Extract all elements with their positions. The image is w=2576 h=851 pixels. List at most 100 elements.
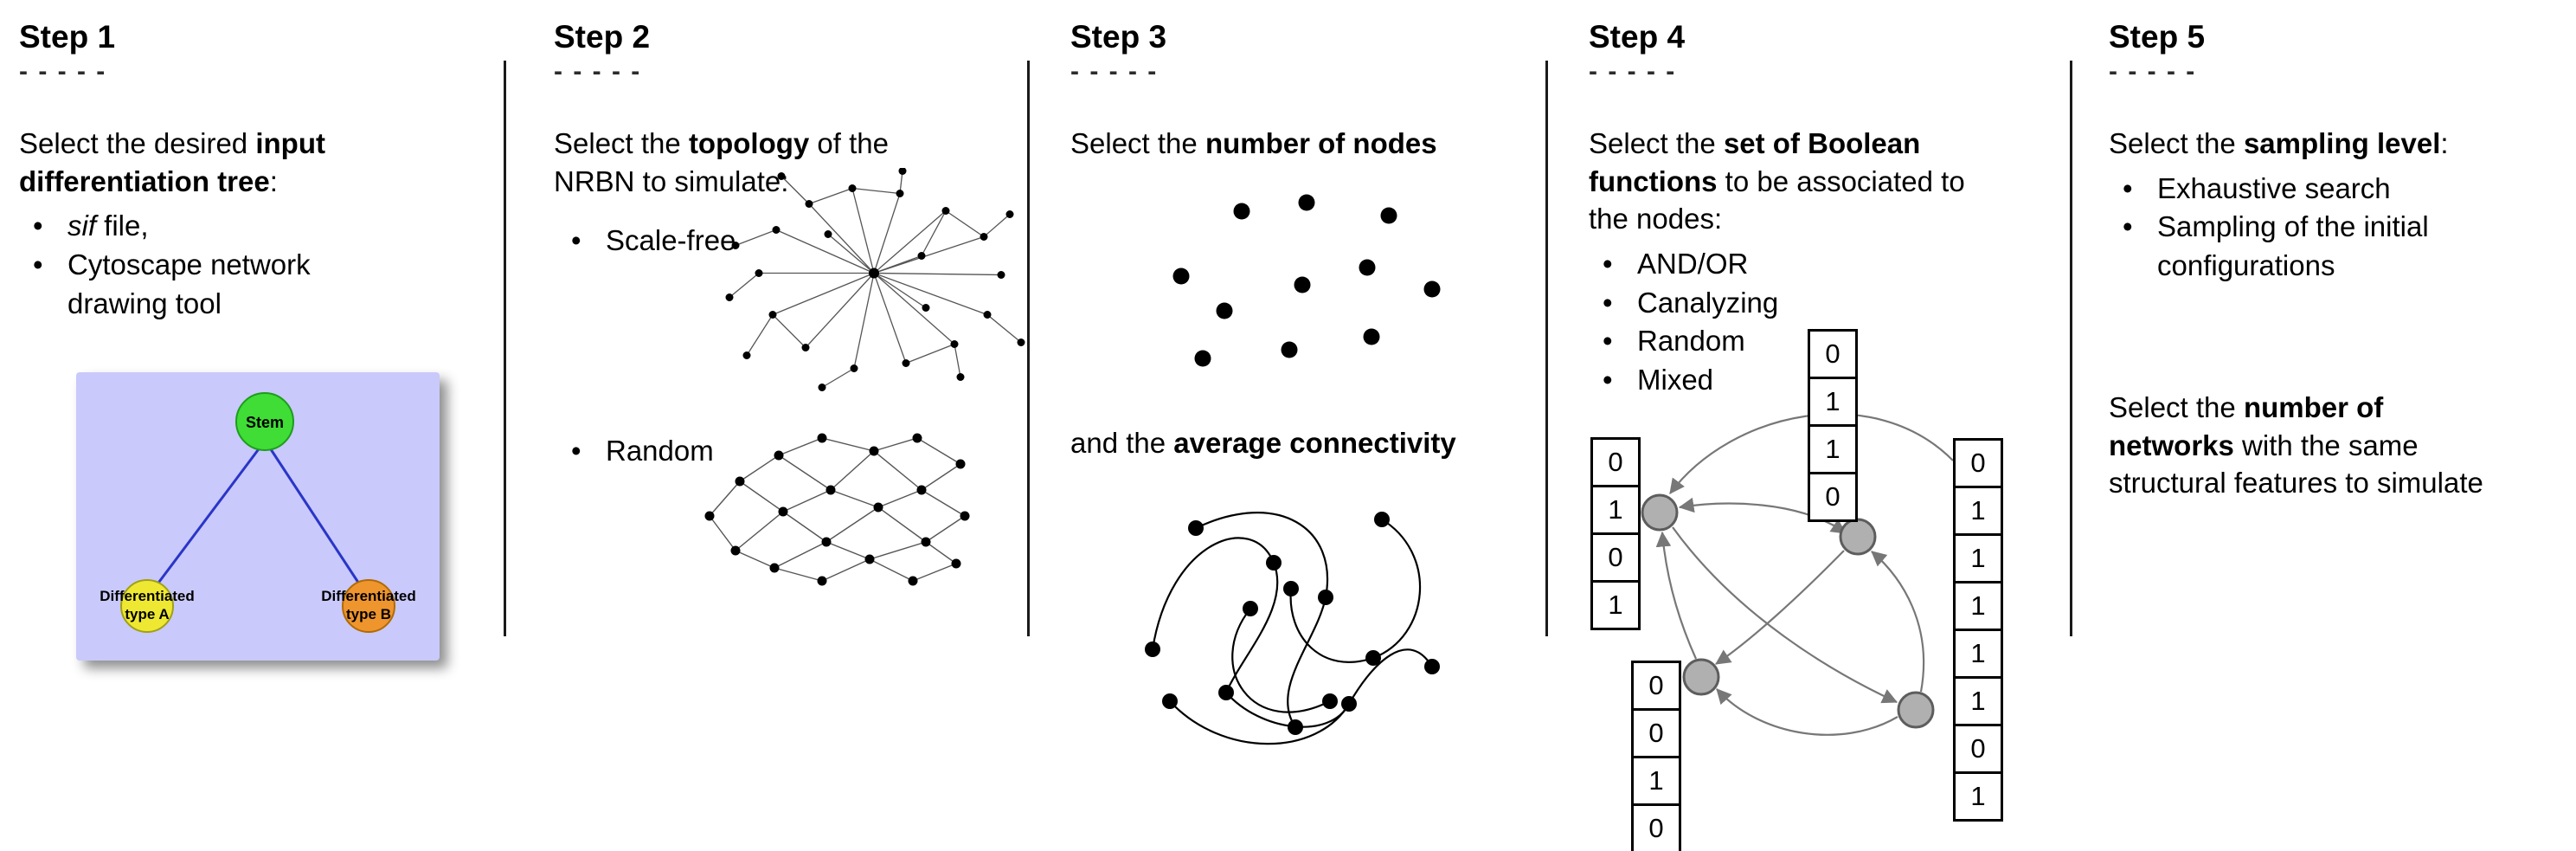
step-2-intro: Select the topology of the NRBN to simul… <box>554 125 952 200</box>
tree-edge-a <box>147 446 262 596</box>
intro-text-bold: input differentiation tree <box>19 127 325 197</box>
bullet-item-sif-file: sif file, <box>19 207 417 246</box>
intro-text-bold: topology <box>688 127 810 159</box>
truth-table-cell: 1 <box>1953 581 2003 631</box>
paragraph-text-bold: number of networks <box>2109 391 2384 461</box>
step-2-column: Step 2 - - - - - Select the topology of … <box>554 12 1025 586</box>
intro-text: to be associated to the nodes: <box>1589 164 1965 235</box>
intro-text: : <box>269 164 278 197</box>
step-5-bullet-list: Exhaustive search Sampling of the initia… <box>2109 170 2559 287</box>
step-5-intro: Select the sampling level: <box>2109 125 2559 163</box>
step-1-bullet-list: sif file, Cytoscape network drawing tool <box>19 207 417 324</box>
type-a-label-line1: Differentiated <box>100 588 195 604</box>
boolean-network-edges <box>1655 413 1954 736</box>
bullet-item-random: Random <box>557 432 805 471</box>
bullet-item-canalyzing: Canalyzing <box>1589 284 1952 323</box>
node-dots <box>1172 194 1441 367</box>
step-1-column: Step 1 - - - - - Select the desired inpu… <box>19 12 504 661</box>
step-4-dashes: - - - - - <box>1589 57 1677 86</box>
bullet-item-mixed: Mixed <box>1589 361 1952 400</box>
intro-text: Select the desired <box>19 127 256 159</box>
mid-text-bold: average connectivity <box>1173 427 1456 459</box>
step-5-title: Step 5 <box>2109 19 2206 55</box>
intro-text: Select the <box>1589 127 1724 159</box>
step-4-bullet-list: AND/OR Canalyzing Random Mixed <box>1589 245 1952 401</box>
column-divider-1 <box>504 61 506 636</box>
truth-table-cell: 1 <box>1590 485 1641 535</box>
truth-table-cell: 1 <box>1953 486 2003 536</box>
differentiated-type-b-node <box>342 579 395 633</box>
step-3-mid-text: and the average connectivity <box>1070 424 1538 462</box>
truth-table-cell: 0 <box>1590 532 1641 583</box>
bullet-item-sampling-initial-configurations: Sampling of the initial configurations <box>2109 208 2559 286</box>
intro-text-bold: number of nodes <box>1204 127 1437 159</box>
intro-text: Select the <box>554 127 689 159</box>
step-4-intro: Select the set of Boolean functions to b… <box>1589 125 1995 238</box>
tree-edge-b <box>267 446 369 596</box>
truth-table-cell: 0 <box>1631 708 1681 758</box>
network-node-4 <box>1897 691 1935 729</box>
truth-table-cell: 0 <box>1808 329 1858 379</box>
bullet-item-scale-free: Scale-free <box>557 222 805 261</box>
random-nodes <box>704 433 970 586</box>
step-1-dashes: - - - - - <box>19 57 107 86</box>
truth-table-cell: 0 <box>1953 724 2003 774</box>
connectivity-dots <box>1145 512 1440 735</box>
intro-text: Select the <box>2109 127 2244 159</box>
bullet-text-italic: sif <box>67 210 96 242</box>
truth-table-cell: 1 <box>1808 424 1858 474</box>
intro-text: : <box>2440 127 2449 159</box>
intro-text: Select the <box>1070 127 1205 159</box>
scale-free-edges <box>729 171 1022 389</box>
truth-table-cell: 0 <box>1808 472 1858 522</box>
boolean-network-illustration: 0 1 0 1 0 1 1 0 0 0 1 0 0 1 1 1 <box>1589 329 2063 851</box>
truth-table-cell: 0 <box>1953 438 2003 488</box>
intro-text: of the NRBN to simulate: <box>554 127 889 197</box>
column-divider-3 <box>1545 61 1548 636</box>
truth-table-top: 0 1 1 0 <box>1808 329 1858 522</box>
network-node-3 <box>1682 658 1720 696</box>
step-4-title: Step 4 <box>1589 19 1686 55</box>
paragraph-text: Select the <box>2109 391 2244 423</box>
column-divider-2 <box>1027 61 1030 636</box>
truth-table-cell: 1 <box>1953 771 2003 822</box>
scale-free-network-illustration <box>705 167 1025 396</box>
type-a-label-line2: type A <box>125 606 169 622</box>
intro-text-bold: set of Boolean functions <box>1589 127 1921 197</box>
step-5-second-paragraph: Select the number of networks with the s… <box>2109 389 2515 502</box>
truth-table-cell: 1 <box>1953 676 2003 726</box>
differentiation-tree-illustration: Stem Differentiated type A Differentiate… <box>76 372 440 661</box>
truth-table-cell: 0 <box>1631 803 1681 851</box>
truth-table-cell: 0 <box>1590 437 1641 487</box>
random-edges <box>709 437 966 582</box>
step-2-title: Step 2 <box>554 19 651 55</box>
differentiated-type-a-node <box>120 579 174 633</box>
step-3-title: Step 3 <box>1070 19 1167 55</box>
truth-table-cell: 1 <box>1953 629 2003 679</box>
step-3-dashes: - - - - - <box>1070 57 1159 86</box>
step-1-title: Step 1 <box>19 19 116 55</box>
connectivity-curves <box>1151 512 1433 745</box>
truth-table-right: 0 1 1 1 1 1 0 1 <box>1953 438 2003 822</box>
step-2-dashes: - - - - - <box>554 57 642 86</box>
step-5-dashes: - - - - - <box>2109 57 2197 86</box>
stem-node <box>235 392 294 451</box>
bullet-item-exhaustive-search: Exhaustive search <box>2109 170 2559 209</box>
network-node-2 <box>1839 518 1877 556</box>
truth-table-cell: 1 <box>1631 756 1681 806</box>
type-b-label-line2: type B <box>346 606 391 622</box>
step-4-column: Step 4 - - - - - Select the set of Boole… <box>1589 12 2063 851</box>
column-divider-4 <box>2070 61 2072 636</box>
stem-label: Stem <box>246 414 284 431</box>
truth-table-left: 0 1 0 1 <box>1590 437 1641 630</box>
truth-table-cell: 1 <box>1590 580 1641 630</box>
random-network-illustration <box>692 412 978 594</box>
truth-table-cell: 0 <box>1631 661 1681 711</box>
bullet-item-cytoscape: Cytoscape network drawing tool <box>19 246 417 324</box>
truth-table-cell: 1 <box>1953 533 2003 583</box>
truth-table-bottom-left: 0 0 1 0 <box>1631 661 1681 851</box>
mid-text: and the <box>1070 427 1174 459</box>
step-3-intro: Select the number of nodes <box>1070 125 1529 163</box>
step-1-intro: Select the desired input differentiation… <box>19 125 417 200</box>
